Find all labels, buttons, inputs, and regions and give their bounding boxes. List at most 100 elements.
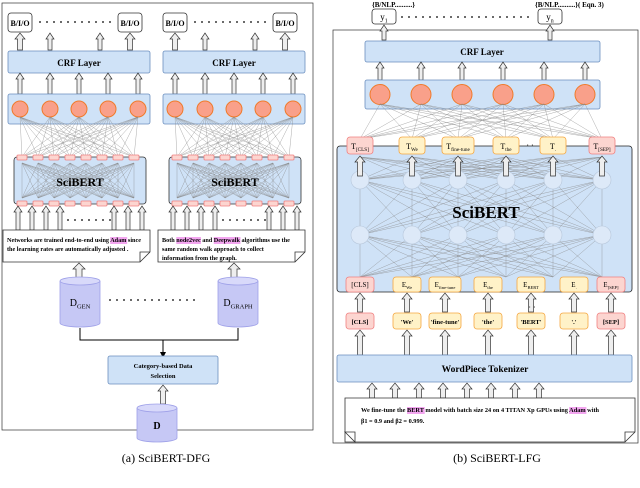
neuron-node [254,100,272,118]
connection-line [233,116,274,158]
crf-layer-label: CRF Layer [212,58,255,68]
neuron-node [41,100,59,118]
ellipsis-dot [222,219,224,221]
embedding-token-label: EWe [402,281,412,290]
token-node [128,154,140,161]
connection-line [411,179,507,236]
connection-line [78,116,119,158]
connection-line [176,162,210,199]
up-arrow-icon [401,292,413,313]
connection-line [420,103,459,140]
database-icon-top [217,276,259,286]
connection-line [208,162,290,199]
connection-line [411,234,507,278]
connection-line [21,162,71,199]
connection-line [37,116,139,158]
data-selection-box [107,355,219,385]
connection-line [174,116,226,158]
ellipsis-dot [478,16,480,18]
connection-line [85,116,139,158]
connection-line [37,162,135,199]
connection-line [49,116,55,158]
output-token [441,136,475,155]
wordpiece-token [596,312,626,330]
embedding-token [428,276,462,293]
connection-line [192,162,290,199]
up-arrow-icon [485,382,497,399]
connection-line [107,116,119,158]
ellipsis-dot [450,16,452,18]
connection-line [85,116,109,158]
connection-line [19,116,103,158]
connection-line [204,116,258,158]
connection-line [174,116,274,158]
source-database-label: D [153,421,160,432]
output-label: B/I/O [10,19,29,28]
token-node [267,200,279,207]
connection-line [192,116,294,158]
up-arrow-icon [525,329,537,356]
ellipsis-dot [250,219,252,221]
selection-label: Category-based Data [134,363,193,370]
hidden-node [448,225,468,245]
up-arrow-icon [437,382,449,399]
wordpiece-token [392,312,422,330]
up-arrow-icon [264,205,274,231]
token-node [187,154,199,161]
connection-line [552,179,603,236]
ellipsis-dot [95,219,97,221]
wordpiece-token [473,312,503,330]
wordpiece-token-label: [CLS] [352,319,369,326]
ellipsis-dot [257,219,259,221]
connection-line [204,116,210,158]
token-node [235,200,247,207]
up-arrow-icon [278,205,288,231]
output-label: B/I/O [275,19,294,28]
highlighted-entity: Adam [569,407,586,414]
highlight-mark [569,407,587,414]
token-node [283,154,295,161]
up-arrow-icon [27,205,37,231]
connection-line [256,162,290,199]
ellipsis-dot [250,21,252,23]
connection-line [461,103,554,140]
scibert-label: SciBERT [56,175,104,189]
connection-line [457,103,463,140]
embedding-token-label: [CLS] [351,281,369,289]
up-arrow-icon [366,382,378,399]
token-node [16,154,28,161]
output-token [398,136,426,155]
connection-line [359,103,381,140]
connection-line [224,162,290,199]
panel-b-border [332,29,639,444]
connection-line [359,179,603,236]
token-node [267,154,279,161]
connection-line [174,116,194,158]
token-node [48,154,60,161]
ellipsis-dot [236,21,238,23]
token-node [251,200,263,207]
connection-line [204,116,226,158]
embedding-token-label: Ethe [483,281,493,290]
connection-line [176,116,206,158]
highlighted-entity: Adam [110,237,127,244]
up-arrow-icon [416,61,426,81]
connection-line [21,162,87,199]
up-arrow-icon [55,205,65,231]
connection-line [233,116,242,158]
source-database-icon-top [136,403,178,413]
connection-line [461,103,507,140]
ellipsis-dot [67,21,69,23]
ellipsis-dot [60,21,62,23]
database-label: DGEN [70,298,91,311]
hidden-node [402,225,422,245]
connection-line [543,103,603,140]
sentence-line: Networks are trained end-to-end using Ad… [7,237,141,244]
connection-line [78,116,87,158]
up-arrow-icon [452,155,464,177]
connection-line [552,103,586,140]
token-node [32,154,44,161]
ellipsis-dot [193,299,195,301]
ellipsis-dot [415,16,417,18]
